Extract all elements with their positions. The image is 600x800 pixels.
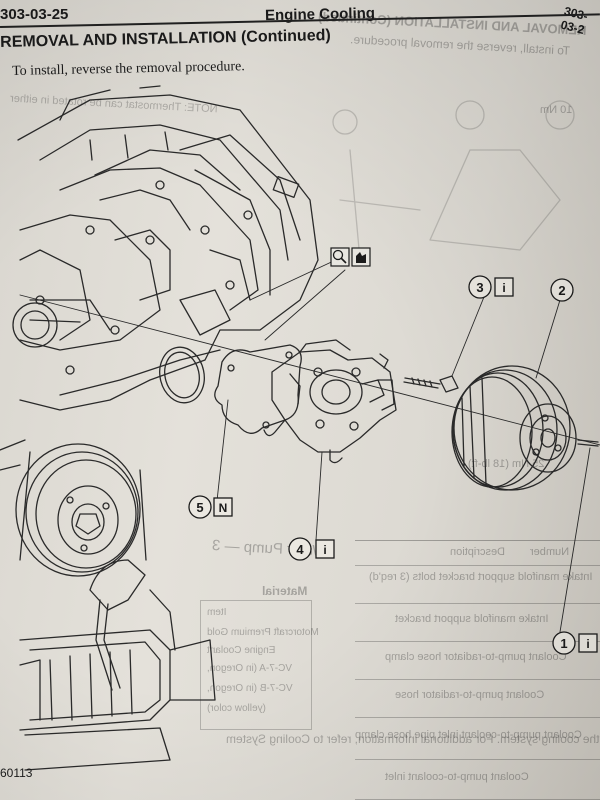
- callout-4-icon-letter: i: [323, 543, 326, 557]
- figure-id: 60113: [0, 766, 33, 780]
- bleed-through-diagram: [332, 100, 575, 261]
- water-pump: [263, 339, 397, 464]
- callout-5-icon-letter: N: [219, 501, 228, 515]
- bleed-through-table-header: Number Description: [355, 541, 600, 566]
- bleed-through-table-row: Coolant pump-to-radiator hose clamp: [355, 641, 600, 680]
- callout-5-number: 5: [196, 500, 203, 515]
- callout-2-number: 2: [558, 283, 565, 298]
- pump-gasket: [214, 344, 302, 434]
- callout-5: 5 N: [188, 495, 233, 519]
- o-ring-seal: [159, 346, 205, 404]
- engine-block: [12, 85, 319, 411]
- pump-bolt: [403, 375, 459, 393]
- new-part-icon: [213, 497, 233, 517]
- bleed-through-material-box: Item Motorcraft Premium Gold Engine Cool…: [200, 600, 319, 730]
- bleed-through-table-row: Intake manifold support bracket: [355, 603, 600, 642]
- lower-engine-components: [0, 439, 216, 771]
- callout-3: 3 i: [468, 275, 514, 299]
- callout-3-number: 3: [476, 280, 483, 295]
- crankshaft-pulley: [15, 443, 147, 577]
- callout-2: 2: [550, 278, 574, 302]
- callout-1: 1 i: [552, 631, 598, 655]
- callout-1-number: 1: [560, 636, 567, 651]
- alignment-lines: [19, 257, 600, 633]
- page-number: 303-03-25: [0, 6, 69, 23]
- info-icon: [578, 633, 598, 653]
- bleed-through-table-row: Intake manifold support bracket bolts (3…: [355, 565, 600, 604]
- inspect-icons: [330, 247, 371, 267]
- bleed-through-table-row: Coolant pump-to-coolant inlet pipe hose …: [355, 717, 600, 760]
- info-icon: [315, 539, 335, 559]
- pulley-bolt: [577, 439, 599, 447]
- info-icon: [494, 277, 514, 297]
- callout-3-icon-letter: i: [502, 281, 505, 295]
- pump-pulley: [451, 365, 577, 491]
- bleed-through-table-row: Coolant pump-to-radiator hose: [355, 679, 600, 718]
- callout-1-icon-letter: i: [586, 637, 589, 651]
- callout-4-number: 4: [296, 542, 304, 557]
- callout-4: 4 i: [288, 537, 335, 561]
